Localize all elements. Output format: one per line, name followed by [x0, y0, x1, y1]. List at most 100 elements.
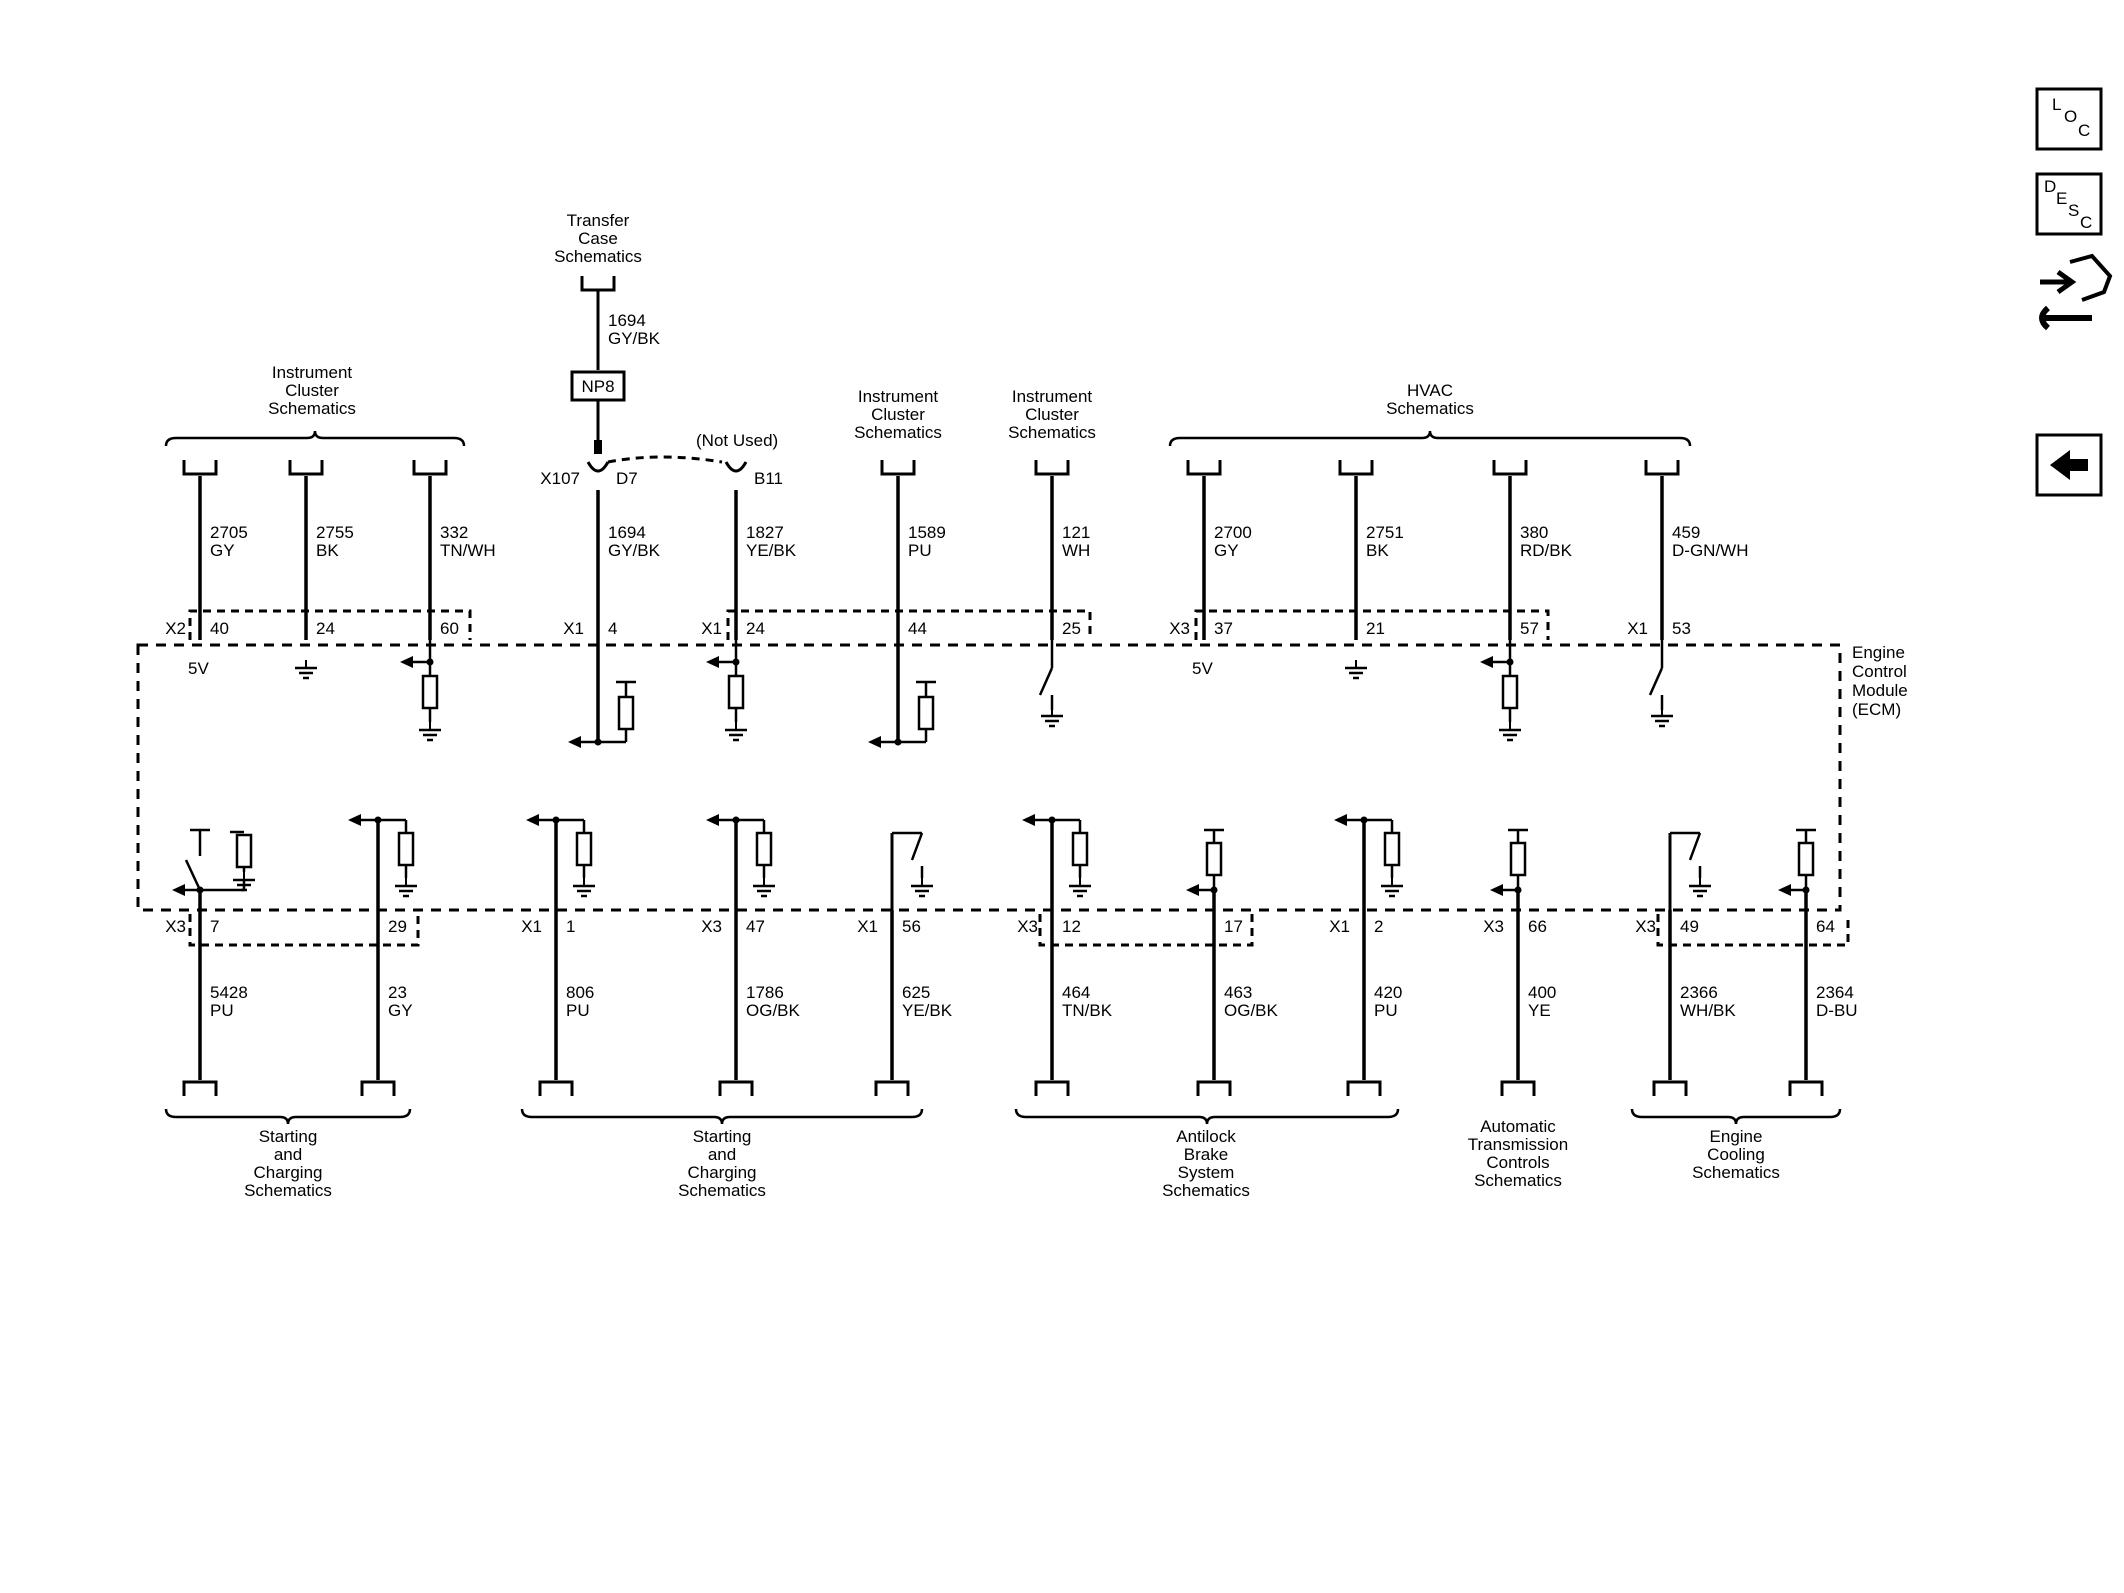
group-label: Engine: [1710, 1127, 1763, 1146]
wire-circuit: 420: [1374, 983, 1402, 1002]
pin-block: [594, 440, 602, 454]
pin-number: 2: [1374, 917, 1383, 936]
terminal-icon: [1196, 1080, 1232, 1096]
arrow-left-icon: [1186, 884, 1199, 896]
wire-circuit: 2366: [1680, 983, 1718, 1002]
wire-color: TN/WH: [440, 541, 496, 560]
wire-color: RD/BK: [1520, 541, 1573, 560]
terminal-icon: [412, 460, 448, 476]
ecm-label: (ECM): [1852, 700, 1901, 719]
arrow-left-icon: [706, 656, 719, 668]
terminal-icon: [288, 460, 324, 476]
wire-circuit: 1694: [608, 523, 646, 542]
wire-color: GY: [1214, 541, 1239, 560]
connector-id: X3: [701, 917, 722, 936]
pin-number: 21: [1366, 619, 1385, 638]
wire-color: WH/BK: [1680, 1001, 1736, 1020]
wire-color: D-GN/WH: [1672, 541, 1748, 560]
connector-id: X1: [521, 917, 542, 936]
wire-color: OG/BK: [746, 1001, 801, 1020]
transfer-case-label: Schematics: [554, 247, 642, 266]
resistor-icon: [235, 833, 253, 869]
resistor-icon: [917, 695, 935, 731]
ground-icon: [725, 722, 747, 742]
desc-button-frame[interactable]: [2035, 172, 2103, 236]
terminal-icon: [1492, 460, 1528, 476]
terminal-icon: [182, 1080, 218, 1096]
loc-button[interactable]: LOC: [2035, 87, 2103, 151]
terminal-icon: [718, 1080, 754, 1096]
group-label: Controls: [1486, 1153, 1549, 1172]
connector-dashed-box: [1194, 609, 1550, 640]
pin-number: 56: [902, 917, 921, 936]
pin-number: 24: [746, 619, 765, 638]
group-label: Schematics: [1162, 1181, 1250, 1200]
group-label: System: [1178, 1163, 1235, 1182]
splice-label: NP8: [581, 377, 614, 396]
group-brace: [520, 1108, 924, 1125]
pin-number: 66: [1528, 917, 1547, 936]
group-label: and: [708, 1145, 736, 1164]
arrow-left-icon: [706, 814, 719, 826]
connector-id: X3: [165, 917, 186, 936]
wire-color: BK: [1366, 541, 1389, 560]
resistor-icon: [575, 831, 593, 867]
wire-color: PU: [210, 1001, 234, 1020]
back-arrow-icon[interactable]: [2035, 433, 2103, 497]
pin-number: 29: [388, 917, 407, 936]
ground-icon: [911, 878, 933, 898]
splice-np8-box: [570, 370, 626, 402]
arrow-left-icon: [1480, 656, 1493, 668]
wire-color: GY: [388, 1001, 413, 1020]
loc-button-frame[interactable]: [2035, 87, 2103, 151]
connector-id: X107: [540, 469, 580, 488]
terminal-icon: [1034, 1080, 1070, 1096]
wire-color: PU: [908, 541, 932, 560]
ecm-label: Control: [1852, 662, 1907, 681]
pin-number: 49: [1680, 917, 1699, 936]
switch-icon: [1688, 832, 1702, 861]
terminal-icon: [580, 276, 616, 292]
connector-dashed-box: [188, 609, 472, 640]
back-arrow-shape[interactable]: [2050, 450, 2088, 480]
transfer-case-label: Transfer: [567, 211, 630, 230]
connector-id: X1: [701, 619, 722, 638]
resistor-icon: [755, 831, 773, 867]
group-label: Cluster: [285, 381, 339, 400]
wire-color: YE/BK: [746, 541, 797, 560]
arrow-left-icon: [1778, 884, 1791, 896]
group-brace: [1168, 430, 1692, 447]
connector-id: X1: [1329, 917, 1350, 936]
terminal-icon: [880, 460, 916, 476]
ecm-label: Module: [1852, 681, 1908, 700]
pin-number: 40: [210, 619, 229, 638]
loc-letter: L: [2052, 95, 2061, 114]
group-label: Cluster: [1025, 405, 1079, 424]
wire-circuit: 1786: [746, 983, 784, 1002]
wire-circuit: 400: [1528, 983, 1556, 1002]
connector-id: X1: [1627, 619, 1648, 638]
connector-tool-icon[interactable]: [2039, 253, 2113, 331]
connector-tool-arrow: [2040, 269, 2077, 295]
arrow-left-icon: [568, 736, 581, 748]
terminal-icon: [1652, 1080, 1688, 1096]
connector-id: X1: [563, 619, 584, 638]
wire-circuit: 2705: [210, 523, 248, 542]
